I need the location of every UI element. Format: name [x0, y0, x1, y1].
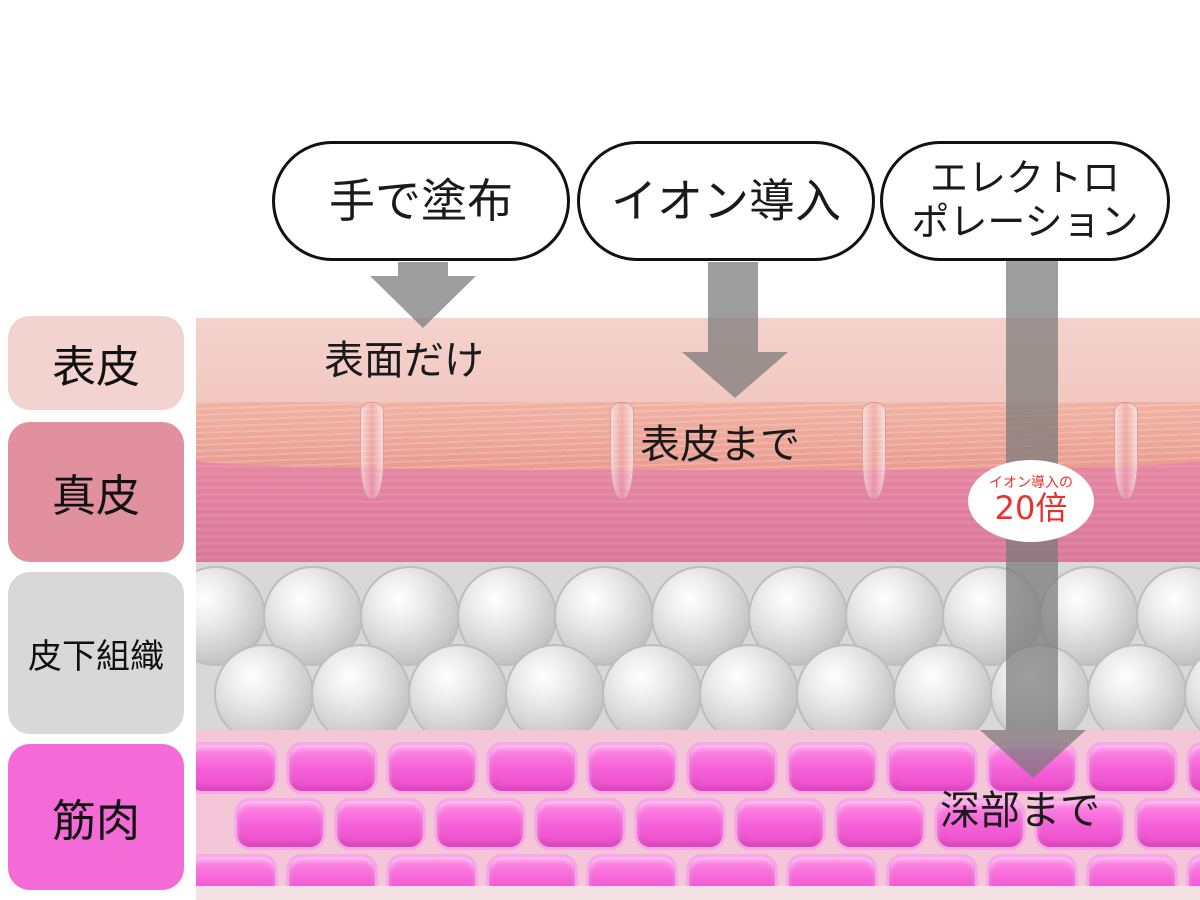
muscle-cell — [234, 798, 326, 850]
method-hand-application: 手で塗布 — [272, 141, 570, 261]
muscle-cell — [486, 742, 578, 794]
layer-label-epidermis: 表皮 — [8, 316, 184, 410]
muscle-cell — [196, 742, 278, 794]
muscle-cell — [386, 742, 478, 794]
layer-label-dermis: 真皮 — [8, 422, 184, 562]
fat-cell — [408, 644, 508, 740]
fat-cell — [311, 644, 411, 740]
method-line: 手で塗布 — [329, 173, 513, 228]
muscle-cell — [1186, 742, 1200, 794]
muscle-cell — [534, 798, 626, 850]
muscle-cell — [734, 798, 826, 850]
depth-label-surface: 表面だけ — [324, 338, 484, 384]
layer-label-muscle: 筋肉 — [8, 744, 184, 890]
bottom-strip — [196, 886, 1200, 900]
method-line: エレクトロ — [929, 156, 1120, 201]
layer-label-text: 表皮 — [52, 342, 140, 393]
depth-label-deep: 深部まで — [940, 788, 1100, 834]
muscle-cell — [686, 742, 778, 794]
layer-label-text: 真皮 — [52, 471, 140, 522]
fat-cell — [796, 644, 896, 740]
fat-cell — [214, 644, 314, 740]
skin-pore — [1114, 402, 1138, 500]
muscle-cell — [634, 798, 726, 850]
muscle-cell — [286, 742, 378, 794]
muscle-cell — [786, 742, 878, 794]
fat-cell — [1087, 644, 1187, 740]
multiplier-badge: イオン導入の 20倍 — [968, 460, 1094, 542]
badge-value: 20倍 — [994, 489, 1068, 528]
layer-label-text: 筋肉 — [52, 796, 140, 847]
arrow-shaft-ion — [708, 262, 758, 352]
skin-pore — [610, 402, 634, 500]
fat-cell — [602, 644, 702, 740]
method-line: イオン導入 — [611, 173, 841, 228]
arrow-head-ion — [682, 352, 788, 398]
skin-pore — [360, 402, 384, 500]
muscle-cell — [586, 742, 678, 794]
muscle-cell — [834, 798, 926, 850]
muscle-cell — [334, 798, 426, 850]
fat-cell — [505, 644, 605, 740]
muscle-cell — [434, 798, 526, 850]
fat-cell — [699, 644, 799, 740]
arrow-shaft-hand — [398, 262, 448, 276]
layer-label-text: 皮下組織 — [28, 636, 164, 677]
method-electroporation: エレクトロ ポレーション — [880, 141, 1170, 261]
method-iontophoresis: イオン導入 — [577, 141, 875, 261]
muscle-cell — [934, 798, 1026, 850]
method-line: ポレーション — [911, 200, 1139, 244]
arrow-head-hand — [370, 276, 476, 328]
depth-label-epidermis: 表皮まで — [640, 422, 800, 468]
skin-pore — [862, 402, 886, 500]
badge-caption: イオン導入の — [989, 474, 1073, 491]
arrow-head-electroporation — [980, 730, 1086, 778]
muscle-cell — [886, 742, 978, 794]
layer-label-subcutis: 皮下組織 — [8, 572, 184, 734]
fat-cell — [893, 644, 993, 740]
muscle-cell — [1034, 798, 1126, 850]
muscle-cell — [1086, 742, 1178, 794]
muscle-cell — [1134, 798, 1200, 850]
